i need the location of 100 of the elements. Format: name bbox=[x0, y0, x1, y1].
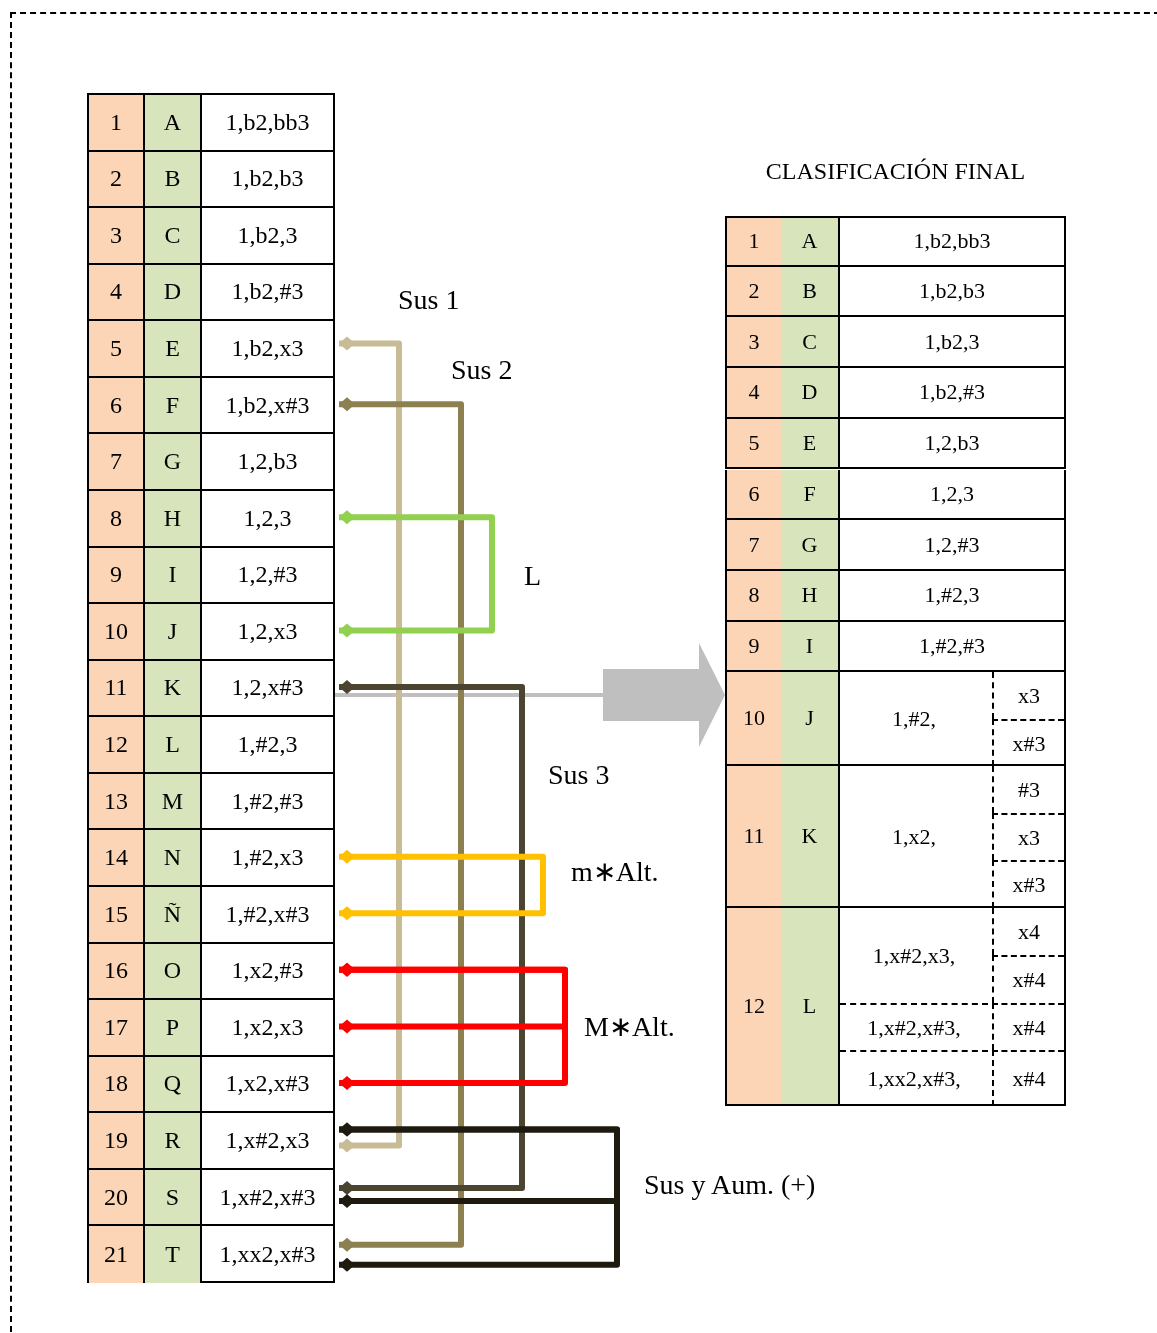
table-title: CLASIFICACIÓN FINAL bbox=[764, 158, 1027, 185]
number-cell: 3 bbox=[89, 208, 145, 263]
letter-cell: G bbox=[145, 434, 202, 489]
table-row bbox=[725, 672, 1066, 767]
letter-cell: D bbox=[145, 264, 202, 320]
letter-cell: J bbox=[145, 604, 202, 659]
interval-cell-text: 1,b2,b3 bbox=[918, 277, 986, 306]
interval-cell-text: 1,#2,3 bbox=[923, 581, 981, 610]
number-cell: 21 bbox=[89, 1226, 145, 1283]
number-cell: 16 bbox=[89, 943, 145, 999]
suffix-cell: x#3 bbox=[992, 719, 1064, 767]
letter-cell: G bbox=[781, 520, 840, 569]
suffix-cell: x#4 bbox=[992, 955, 1064, 1004]
chord-table bbox=[87, 93, 335, 1283]
number-cell: 13 bbox=[89, 773, 145, 829]
interval-cell-text: 1,b2,#3 bbox=[918, 378, 986, 407]
number-cell: 18 bbox=[89, 1056, 145, 1112]
letter-cell: M bbox=[145, 773, 202, 829]
letter-cell: F bbox=[781, 469, 840, 519]
interval-cell-text: 1,x2, bbox=[891, 823, 937, 852]
bracket-connector bbox=[339, 962, 568, 1090]
table-row bbox=[725, 317, 1066, 369]
letter-cell: D bbox=[781, 368, 840, 417]
number-cell: 5 bbox=[727, 418, 783, 468]
number-cell: 11 bbox=[89, 660, 145, 716]
interval-cell-text: 1,xx2,x#3 bbox=[218, 1240, 317, 1270]
number-cell: 11 bbox=[727, 766, 783, 907]
number-cell: 2 bbox=[727, 266, 783, 316]
table-row bbox=[725, 766, 1066, 909]
interval-cell-text: 1,2,b3 bbox=[923, 429, 981, 458]
interval-cell-text: 1,2,x#3 bbox=[230, 673, 305, 703]
letter-cell: E bbox=[145, 321, 202, 376]
suffix-cell: x3 bbox=[992, 672, 1064, 720]
number-cell: 7 bbox=[89, 434, 145, 489]
number-cell: 15 bbox=[89, 886, 145, 942]
bracket-connector bbox=[339, 1122, 620, 1272]
interval-cell-text: 1,b2,b3 bbox=[230, 164, 305, 194]
letter-cell: I bbox=[145, 547, 202, 603]
table-row bbox=[89, 943, 333, 1001]
number-cell: 6 bbox=[727, 469, 783, 519]
interval-cell-text: 1,b2,bb3 bbox=[912, 227, 992, 256]
table-row bbox=[725, 520, 1066, 571]
letter-cell: K bbox=[781, 766, 840, 907]
table-row bbox=[89, 95, 333, 152]
interval-cell-text: 1,#2, bbox=[891, 705, 937, 734]
interval-cell-text: 1,x#2,x3 bbox=[224, 1126, 311, 1156]
interval-cell-text: 1,2,3 bbox=[242, 503, 293, 533]
table-row bbox=[89, 1113, 333, 1170]
table-row bbox=[89, 830, 333, 887]
letter-cell: A bbox=[145, 95, 202, 150]
suffix-cell: x#4 bbox=[992, 1050, 1064, 1107]
letter-cell: B bbox=[781, 266, 840, 316]
table-row bbox=[725, 418, 1066, 470]
table-row bbox=[89, 264, 333, 322]
table-row bbox=[89, 208, 333, 265]
interval-cell-text: 1,x2,x#3 bbox=[224, 1069, 311, 1099]
table-row bbox=[89, 321, 333, 378]
letter-cell: J bbox=[781, 672, 840, 765]
bracket-connector bbox=[339, 336, 402, 1153]
table-row bbox=[89, 151, 333, 209]
interval-cell-text: 1,2,x3 bbox=[236, 616, 299, 646]
suffix-cell: x#4 bbox=[992, 1003, 1064, 1051]
interval-cell-text: 1,b2,#3 bbox=[230, 277, 305, 307]
letter-cell: N bbox=[145, 830, 202, 885]
number-cell: 12 bbox=[727, 908, 783, 1105]
letter-cell: B bbox=[145, 151, 202, 207]
table-row bbox=[89, 717, 333, 774]
table-row bbox=[89, 1056, 333, 1114]
table-row bbox=[725, 216, 1066, 267]
interval-cell-text: 1,b2,x#3 bbox=[224, 390, 311, 420]
interval-cell-text: 1,#2,#3 bbox=[918, 631, 986, 660]
table-row bbox=[725, 570, 1066, 622]
number-cell: 8 bbox=[89, 491, 145, 546]
letter-cell: K bbox=[145, 660, 202, 716]
letter-cell: L bbox=[145, 717, 202, 772]
interval-cell-text: 1,2,b3 bbox=[236, 447, 299, 477]
interval-cell-text: 1,2,#3 bbox=[236, 560, 299, 590]
table-row bbox=[725, 368, 1066, 419]
table-row bbox=[89, 604, 333, 661]
number-cell: 2 bbox=[89, 151, 145, 207]
interval-cell-text: 1,2,#3 bbox=[923, 530, 981, 559]
table-row bbox=[89, 1169, 333, 1227]
number-cell: 3 bbox=[727, 317, 783, 367]
letter-cell: C bbox=[145, 208, 202, 263]
table-row bbox=[89, 377, 333, 435]
table-row bbox=[89, 886, 333, 944]
interval-cell-text: 1,#2,3 bbox=[236, 730, 299, 760]
table-row bbox=[725, 469, 1066, 521]
bracket-connector bbox=[339, 680, 525, 1196]
table-row bbox=[725, 266, 1066, 318]
number-cell: 5 bbox=[89, 321, 145, 376]
letter-cell: I bbox=[781, 621, 840, 671]
interval-cell: 1,x#2,x#3, bbox=[840, 1003, 988, 1051]
number-cell: 17 bbox=[89, 1000, 145, 1055]
table-row bbox=[89, 547, 333, 605]
number-cell: 4 bbox=[727, 368, 783, 417]
interval-cell-text: 1,x2,x3 bbox=[230, 1012, 305, 1042]
bracket-connector bbox=[339, 849, 546, 921]
interval-cell-text: 1,2,3 bbox=[929, 479, 975, 508]
table-row bbox=[89, 660, 333, 718]
